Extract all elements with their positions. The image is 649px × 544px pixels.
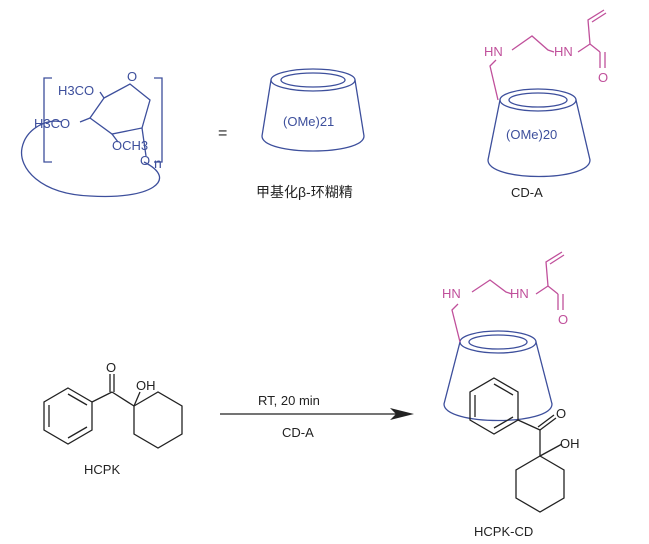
- methoxy-left: H3CO: [34, 116, 70, 131]
- cyclic-loop: [20, 120, 160, 198]
- glucose-unit-structure: H3CO H3CO O OCH3 O n: [20, 69, 163, 198]
- hcpk-hydroxyl: OH: [136, 378, 156, 393]
- cd-a-structure: (OMe)20 HN HN O: [484, 9, 608, 178]
- glycosidic-oxygen: O: [140, 153, 150, 168]
- product-hydroxyl: OH: [560, 436, 580, 451]
- condition-top: RT, 20 min: [258, 393, 320, 408]
- methoxy-right: OCH3: [112, 138, 148, 153]
- hcpk-cd-structure: HN HN O O OH: [442, 251, 580, 513]
- cd-a-hn-left: HN: [484, 44, 503, 59]
- condition-bottom: CD-A: [282, 425, 314, 440]
- reaction-arrow: [220, 408, 414, 420]
- cd-methyl-label: (OMe)21: [283, 114, 334, 129]
- product-acryl-o: O: [558, 312, 568, 327]
- left-bracket: [43, 77, 52, 163]
- cd-methyl-caption: 甲基化β-环糊精: [256, 184, 353, 200]
- hcpk-structure: O OH: [43, 360, 183, 449]
- cd-a-hn-right: HN: [554, 44, 573, 59]
- equals-sign: =: [218, 125, 227, 142]
- hcpk-carbonyl-o: O: [106, 360, 116, 375]
- repeat-n: n: [154, 155, 162, 171]
- methylated-cd-cone: (OMe)21: [261, 68, 365, 152]
- ring-oxygen: O: [127, 69, 137, 84]
- product-hn-right: HN: [510, 286, 529, 301]
- methoxy-top: H3CO: [58, 83, 94, 98]
- product-hn-left: HN: [442, 286, 461, 301]
- cd-a-caption: CD-A: [511, 185, 543, 200]
- cd-a-cone-label: (OMe)20: [506, 127, 557, 142]
- hcpk-caption: HCPK: [84, 462, 120, 477]
- cd-a-carbonyl-o: O: [598, 70, 608, 85]
- product-caption: HCPK-CD: [474, 524, 533, 539]
- product-carbonyl-o: O: [556, 406, 566, 421]
- pyranose-ring: [89, 83, 151, 135]
- right-bracket: [154, 77, 163, 163]
